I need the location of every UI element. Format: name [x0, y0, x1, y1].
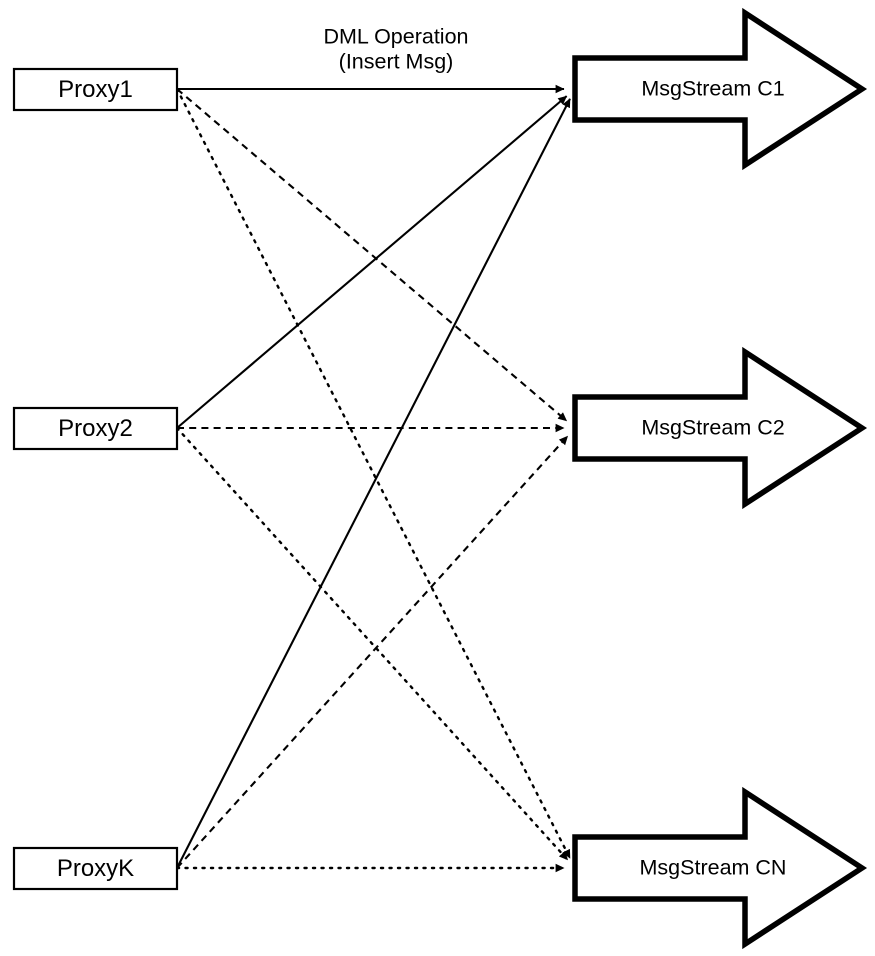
stream-label: MsgStream CN — [640, 856, 787, 880]
edge-proxyk-to-c2 — [176, 435, 569, 869]
stream-node-msgstream-c1[interactable]: MsgStream C1 — [572, 7, 868, 171]
stream-node-msgstream-cn[interactable]: MsgStream CN — [572, 786, 868, 950]
edge-proxy1-to-c2 — [176, 88, 568, 422]
annotation-line-2: (Insert Msg) — [339, 50, 454, 74]
edge-proxy2-to-cn — [175, 426, 569, 862]
stream-node-msgstream-c2[interactable]: MsgStream C2 — [572, 346, 868, 510]
proxy-box-rect — [12, 67, 179, 112]
edge-proxyk-to-c1 — [176, 98, 571, 869]
proxy-box-rect — [12, 406, 179, 451]
proxy-label: Proxy2 — [58, 415, 133, 442]
annotation-line-1: DML Operation — [324, 25, 469, 49]
stream-arrow-shape — [572, 786, 868, 950]
stream-nodes-layer: MsgStream C1 MsgStream C2 MsgStream CN — [572, 7, 868, 950]
proxy-node-proxy1[interactable]: Proxy1 — [12, 67, 179, 112]
stream-label: MsgStream C2 — [641, 416, 784, 440]
proxy-node-proxy2[interactable]: Proxy2 — [12, 406, 179, 451]
proxy-label: Proxy1 — [58, 76, 133, 103]
stream-arrow-shape — [572, 346, 868, 510]
annotations-layer: DML Operation(Insert Msg) — [324, 25, 469, 74]
stream-label: MsgStream C1 — [641, 77, 784, 101]
proxy-box-rect — [12, 846, 179, 891]
edge-proxy1-to-cn — [175, 87, 572, 860]
edge-proxy2-to-c1 — [176, 95, 568, 429]
edges-layer — [175, 84, 572, 873]
stream-arrow-shape — [572, 7, 868, 171]
proxy-label: ProxyK — [57, 855, 134, 882]
annotation-dml-operation-label: DML Operation(Insert Msg) — [324, 25, 469, 74]
proxy-node-proxyk[interactable]: ProxyK — [12, 846, 179, 891]
